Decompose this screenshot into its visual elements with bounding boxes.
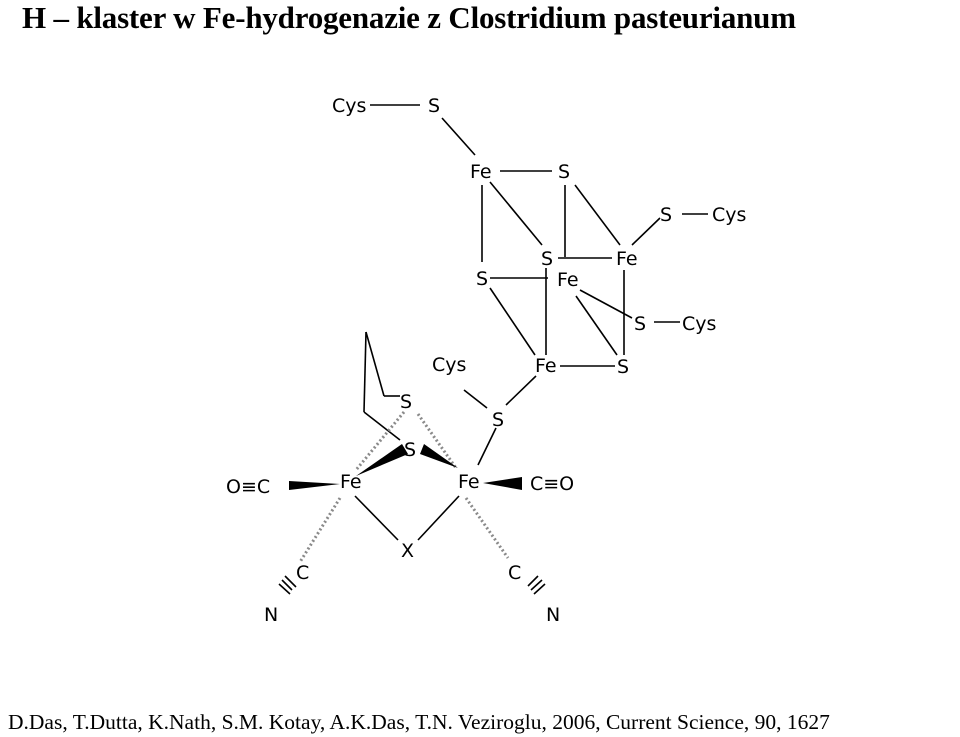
x-bridge-label: X (401, 540, 414, 562)
s-pdt-bottom-label: S (404, 439, 416, 461)
s4-label: S (617, 356, 629, 378)
fe2-label: Fe (616, 248, 638, 270)
binuclear-bonds (278, 331, 546, 595)
co-left-label: O≡C (226, 476, 270, 498)
s-cys-mid-label: S (634, 313, 646, 335)
fe1-label: Fe (470, 161, 492, 183)
s2-label: S (541, 248, 553, 270)
fe-proximal-label: Fe (340, 471, 362, 493)
s-cys-right-label: S (660, 204, 672, 226)
c-right-label: C (508, 562, 521, 584)
citation: D.Das, T.Dutta, K.Nath, S.M. Kotay, A.K.… (8, 710, 830, 734)
slide-title: H – klaster w Fe-hydrogenazie z Clostrid… (22, 0, 796, 35)
fe-distal-label: Fe (458, 471, 480, 493)
atom-labels: Cys S Fe S S Cys S Fe S Fe S Cys Cys Fe … (226, 95, 746, 626)
s-bridge-label: S (492, 409, 504, 431)
cys-right-label: Cys (712, 204, 746, 226)
c-left-label: C (296, 562, 309, 584)
co-right-label: C≡O (530, 473, 574, 495)
s3-label: S (476, 268, 488, 290)
fe4-label: Fe (535, 355, 557, 377)
s-pdt-top-label: S (400, 391, 412, 413)
cys-top-label: Cys (332, 95, 366, 117)
cys-bridge-label: Cys (432, 354, 466, 376)
s1-label: S (558, 161, 570, 183)
cys-mid-label: Cys (682, 313, 716, 335)
n-right-label: N (546, 604, 560, 626)
s-top-label: S (428, 95, 440, 117)
cubane-bonds (370, 104, 708, 406)
fe3-label: Fe (557, 269, 579, 291)
n-left-label: N (264, 604, 278, 626)
